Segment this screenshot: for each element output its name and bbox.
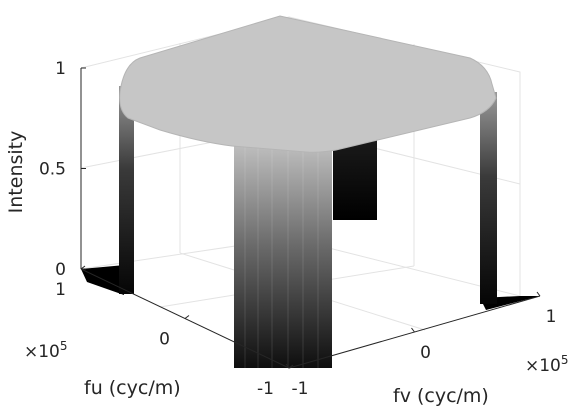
tick-mark bbox=[80, 265, 86, 270]
tick-mark bbox=[288, 364, 294, 369]
fu-tick-label: 1 bbox=[55, 280, 66, 300]
z-tick-label: 0 bbox=[55, 260, 66, 280]
fv-tick-label: 0 bbox=[420, 343, 431, 363]
wall-left bbox=[119, 86, 134, 294]
z-axis-label: Intensity bbox=[5, 131, 27, 214]
z-tick-label: 0.5 bbox=[39, 160, 66, 180]
y-axis-label: fv (cyc/m) bbox=[393, 385, 489, 407]
tick-mark bbox=[411, 327, 415, 333]
tick-mark bbox=[184, 315, 190, 319]
wall-front bbox=[234, 146, 332, 368]
fu-tick-label: 0 bbox=[159, 330, 170, 350]
tick-marks bbox=[80, 67, 541, 369]
surface-walls bbox=[119, 86, 497, 368]
x-axis-label: fu (cyc/m) bbox=[84, 377, 181, 399]
surface-top bbox=[119, 15, 497, 153]
tick-mark bbox=[536, 291, 541, 297]
fv-tick-label: -1 bbox=[292, 379, 309, 399]
z-tick-label: 1 bbox=[55, 59, 66, 79]
wall-right bbox=[480, 92, 497, 304]
x-exponent-label: ×105 bbox=[24, 339, 68, 362]
wall-front-stripes bbox=[244, 146, 319, 368]
fv-tick-label: 1 bbox=[546, 307, 557, 327]
tick-mark bbox=[285, 363, 290, 369]
fu-tick-label: -1 bbox=[257, 379, 274, 399]
wall-back-right bbox=[333, 140, 377, 220]
y-exponent-label: ×105 bbox=[525, 353, 569, 376]
